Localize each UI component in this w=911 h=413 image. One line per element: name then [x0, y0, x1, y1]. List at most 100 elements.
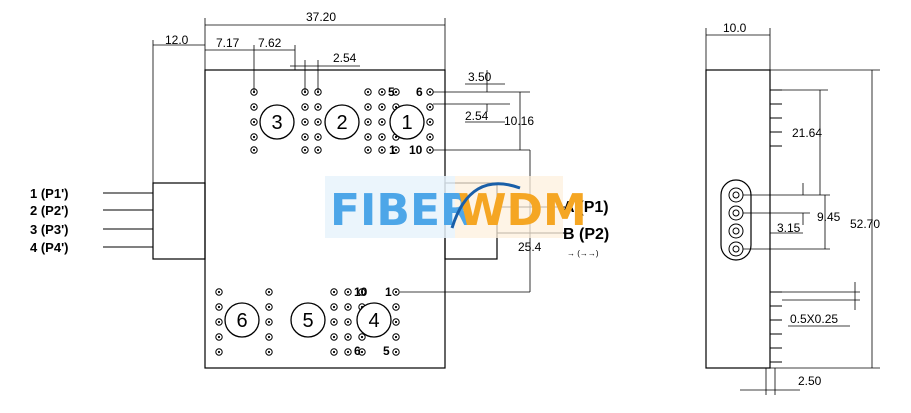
pin-pad-center — [428, 135, 432, 139]
side-body — [705, 69, 771, 369]
pin-pad — [344, 348, 352, 356]
pin-pad-center — [380, 120, 384, 124]
pin-pad — [426, 103, 434, 111]
dim-total-width: 37.20 — [306, 10, 336, 24]
pin-label-bot-5: 5 — [383, 344, 390, 358]
pin-pad — [215, 318, 223, 326]
pin-pad — [426, 133, 434, 141]
relay-4-label: 4 — [368, 310, 379, 332]
pin-pad — [314, 146, 322, 154]
pin-pad — [358, 348, 366, 356]
pin-pad-center — [366, 135, 370, 139]
relay-3-label: 3 — [271, 112, 282, 134]
fiber-label-p2: 2 (P2') — [30, 203, 69, 218]
pin-pad — [344, 333, 352, 341]
pin-pad-center — [360, 335, 364, 339]
dim-side-top: 21.64 — [792, 126, 822, 140]
pin-pad — [265, 288, 273, 296]
logo-text-wdm: WDM — [458, 185, 587, 236]
pin-pad — [392, 333, 400, 341]
pin-label-top-6: 6 — [416, 85, 423, 99]
pin-label-bot-10: 10 — [354, 285, 368, 299]
pin-pad-center — [252, 148, 256, 152]
pin-pad — [426, 146, 434, 154]
dim-center-span: 25.4 — [518, 240, 542, 254]
pin-pad-center — [303, 135, 307, 139]
pin-pad — [215, 348, 223, 356]
pin-pad — [344, 288, 352, 296]
relay-3-circle — [259, 104, 295, 140]
relay-6-circle — [224, 302, 260, 338]
pin-pad — [364, 118, 372, 126]
relay-5-label: 5 — [302, 310, 313, 332]
pin-pad — [330, 348, 338, 356]
pin-pad — [330, 288, 338, 296]
relay-2-label: 2 — [336, 112, 347, 134]
pin-pad — [215, 288, 223, 296]
pin-pad — [314, 103, 322, 111]
pin-pad-center — [346, 350, 350, 354]
pin-pad — [314, 88, 322, 96]
pin-pad-center — [394, 90, 398, 94]
pin-pad — [344, 303, 352, 311]
pin-pad-center — [394, 290, 398, 294]
pin-pad-center — [217, 335, 221, 339]
pin-pad — [250, 146, 258, 154]
pin-pad-center — [428, 90, 432, 94]
logo-text-fiber: FIBER — [330, 185, 474, 236]
pin-pad-center — [394, 305, 398, 309]
pin-pad — [364, 133, 372, 141]
relay-1-circle — [389, 104, 425, 140]
dim-pitch-b: 7.62 — [258, 36, 282, 50]
pin-pad — [392, 88, 400, 96]
pin-pad-center — [380, 90, 384, 94]
pin-label-top-10: 10 — [409, 143, 423, 157]
fiberwdm-logo: FIBER WDM — [325, 176, 587, 238]
pin-pad-center — [394, 335, 398, 339]
pin-pad-center — [252, 120, 256, 124]
pin-pad — [301, 133, 309, 141]
pin-pad-center — [303, 90, 307, 94]
pin-pad-center — [267, 290, 271, 294]
pin-pad-center — [394, 320, 398, 324]
pin-pad-center — [332, 350, 336, 354]
dim-side-port: 9.45 — [817, 210, 841, 224]
pin-pad-center — [380, 148, 384, 152]
pin-pad-center — [303, 105, 307, 109]
dim-pitch-a: 7.17 — [216, 36, 240, 50]
pin-label-top-1: 1 — [389, 143, 396, 157]
pin-pad-center — [252, 105, 256, 109]
pin-pad — [265, 333, 273, 341]
dim-side-width: 10.0 — [723, 21, 747, 35]
pin-pad-center — [428, 148, 432, 152]
left-fiber-boot — [152, 182, 206, 260]
front-right-dimension-lines — [400, 70, 531, 293]
pin-pad-center — [267, 350, 271, 354]
pin-pad — [392, 146, 400, 154]
pin-pad-center — [366, 105, 370, 109]
pin-pad — [378, 88, 386, 96]
relay-5-circle — [290, 302, 326, 338]
pin-pad — [250, 133, 258, 141]
dim-side-height: 52.70 — [850, 217, 880, 231]
side-dimension-lines — [705, 28, 880, 395]
pin-pad — [215, 303, 223, 311]
pin-pad — [378, 118, 386, 126]
dim-pin-pitch: 2.54 — [333, 51, 357, 65]
pin-pad-center — [316, 148, 320, 152]
pin-pad-center — [380, 135, 384, 139]
pin-pad — [265, 303, 273, 311]
dim-row-gap-b: 2.54 — [465, 109, 489, 123]
left-fibers — [103, 192, 153, 248]
pin-pad — [364, 103, 372, 111]
pin-label-top-5: 5 — [388, 85, 395, 99]
pin-pad-center — [252, 90, 256, 94]
pin-grid — [215, 88, 434, 356]
pin-pad — [330, 303, 338, 311]
fiber-label-note: → (→→) — [567, 249, 599, 258]
side-view — [705, 69, 771, 369]
pin-pad — [215, 333, 223, 341]
pin-pad — [392, 318, 400, 326]
pin-pad — [250, 88, 258, 96]
pin-pad-center — [316, 105, 320, 109]
